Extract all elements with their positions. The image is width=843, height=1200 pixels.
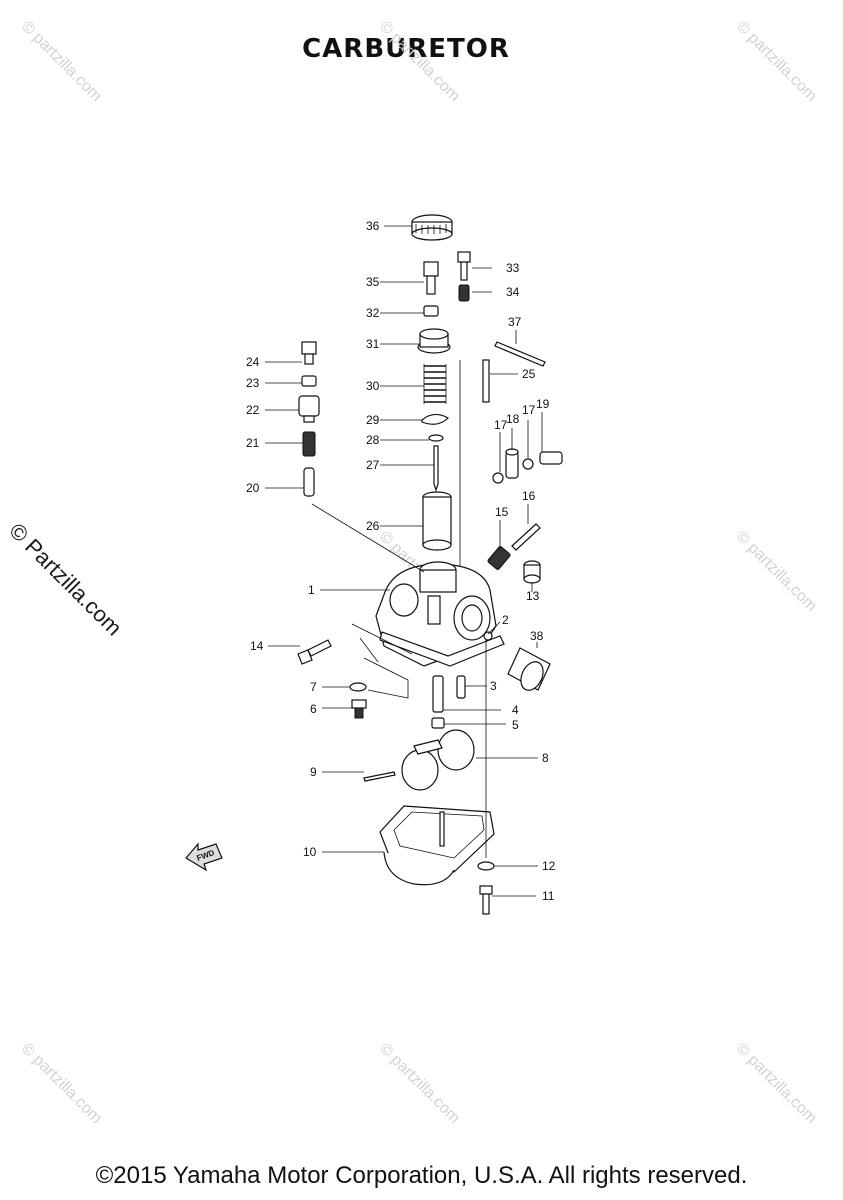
part-16-screw: [511, 523, 541, 551]
callout-16: 16: [522, 489, 536, 503]
part-14-screw: [297, 639, 332, 665]
callout-3: 3: [490, 679, 497, 693]
callout-17-b: 17: [522, 403, 536, 417]
callout-24: 24: [246, 355, 260, 369]
fwd-arrow-icon: FWD: [185, 842, 223, 872]
part-23-nut: [301, 375, 317, 387]
part-32-nut: [423, 305, 439, 317]
part-21-spring: [302, 431, 316, 457]
part-36-cap: [411, 214, 453, 241]
part-8-float: [401, 729, 475, 791]
part-35-screw: [423, 261, 439, 295]
part-38-hose: [507, 647, 551, 691]
callout-37: 37: [508, 315, 522, 329]
part-22-fitting: [298, 395, 320, 423]
callout-23: 23: [246, 376, 260, 390]
part-24-screw: [301, 341, 317, 365]
part-2-fitting: [483, 631, 493, 641]
part-20-plunger: [303, 467, 315, 497]
callout-21: 21: [246, 436, 260, 450]
callout-30: 30: [366, 379, 380, 393]
callout-26: 26: [366, 519, 380, 533]
callout-9: 9: [310, 765, 317, 779]
callout-10: 10: [303, 845, 317, 859]
callout-34: 34: [506, 285, 520, 299]
part-12-gasket: [477, 861, 495, 871]
part-33-screw: [457, 251, 471, 281]
callout-11: 11: [542, 889, 555, 903]
callout-33: 33: [506, 261, 520, 275]
part-7-washer: [349, 682, 367, 692]
part-3-jet: [456, 675, 466, 699]
callout-28: 28: [366, 433, 380, 447]
part-5-jet: [431, 717, 445, 729]
part-17-washer: [492, 472, 504, 484]
part-4-jet-holder: [432, 675, 444, 713]
callout-5: 5: [512, 718, 519, 732]
part-10-float-bowl: [379, 805, 495, 886]
callout-15: 15: [495, 505, 509, 519]
callout-38: 38: [530, 629, 544, 643]
part-13-cap: [523, 560, 541, 584]
part-17-washer-b: [522, 458, 534, 470]
callout-35: 35: [366, 275, 380, 289]
callout-32: 32: [366, 306, 380, 320]
part-30-spring: [423, 364, 447, 404]
part-31-cover: [417, 328, 451, 354]
part-15-spring: [487, 546, 511, 570]
part-34-spring: [458, 284, 470, 302]
part-28-washer: [428, 434, 444, 442]
part-26-throttle-valve: [422, 491, 452, 551]
callout-29: 29: [366, 413, 380, 427]
callout-2: 2: [502, 613, 509, 627]
part-27-needle: [433, 445, 439, 492]
part-6-plug: [351, 699, 367, 719]
callout-20: 20: [246, 481, 260, 495]
part-29-clip: [421, 413, 449, 425]
leader-lines: [265, 225, 543, 897]
callout-19: 19: [536, 397, 550, 411]
copyright-footer: ©2015 Yamaha Motor Corporation, U.S.A. A…: [95, 1162, 748, 1189]
callout-14: 14: [250, 639, 264, 653]
part-11-bolt: [479, 885, 493, 915]
callout-4: 4: [512, 703, 519, 717]
callout-12: 12: [542, 859, 556, 873]
callout-27: 27: [366, 458, 380, 472]
callout-18: 18: [506, 412, 520, 426]
part-18-fitting: [505, 448, 519, 479]
part-25-shaft: [482, 359, 490, 403]
callout-1: 1: [308, 583, 315, 597]
part-1-carburetor-body: [375, 561, 505, 667]
part-9-pin: [363, 771, 396, 782]
callout-25: 25: [522, 367, 536, 381]
part-37-pin: [494, 341, 546, 367]
callout-36: 36: [366, 219, 380, 233]
callout-13: 13: [526, 589, 540, 603]
callout-labels: 1 2 3 4 5 6 7 8 9 10 11 12 13 14 15 16 1…: [246, 219, 556, 903]
page-title: CARBURETOR: [302, 34, 510, 64]
callout-31: 31: [366, 337, 380, 351]
callout-17: 17: [494, 418, 508, 432]
callout-6: 6: [310, 702, 317, 716]
callout-22: 22: [246, 403, 260, 417]
callout-8: 8: [542, 751, 549, 765]
part-19-bolt: [539, 451, 563, 465]
callout-7: 7: [310, 680, 317, 694]
